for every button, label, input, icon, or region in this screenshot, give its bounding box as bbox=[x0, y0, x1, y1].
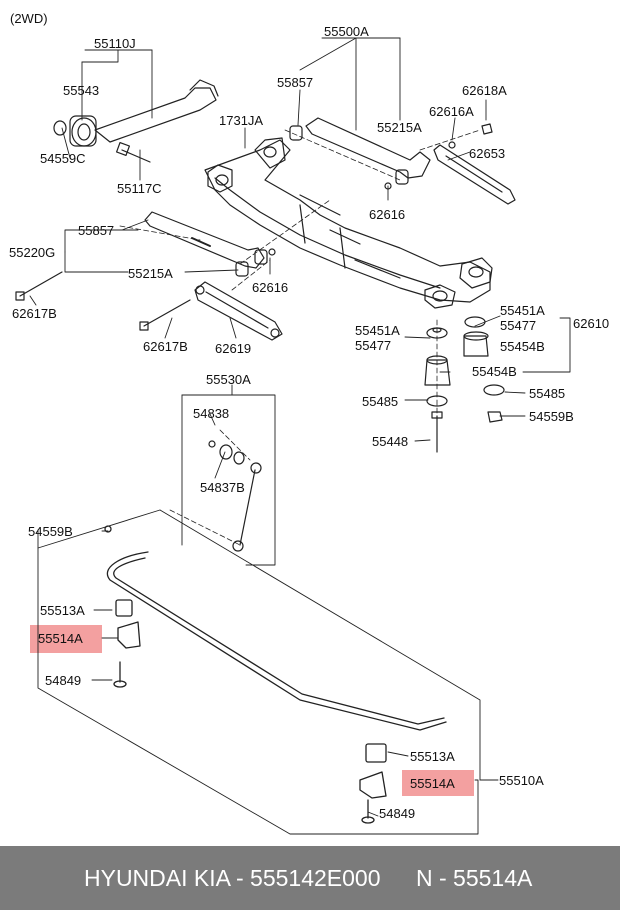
callout-55500A: 55500A bbox=[324, 24, 369, 39]
callout-55451A-left: 55451A bbox=[355, 323, 400, 338]
callout-55543: 55543 bbox=[63, 83, 100, 98]
callout-54837B: 54837B bbox=[200, 480, 245, 495]
callout-55451A-right: 55451A bbox=[500, 303, 545, 318]
exploded-view-drawing bbox=[15, 37, 571, 835]
crossmember-subframe bbox=[204, 137, 493, 309]
callout-54559C: 54559C bbox=[40, 151, 86, 166]
lateral-link-62619 bbox=[194, 281, 283, 341]
callout-62610: 62610 bbox=[573, 316, 610, 331]
callout-55857-mid: 55857 bbox=[78, 223, 115, 238]
callout-55485-left: 55485 bbox=[362, 394, 399, 409]
callout-62616A: 62616A bbox=[429, 104, 474, 119]
callout-55454B-right: 55454B bbox=[500, 339, 545, 354]
stabilizer-link bbox=[208, 440, 262, 552]
callout-62618A: 62618A bbox=[462, 83, 507, 98]
upper-lateral-arm bbox=[289, 117, 493, 190]
callout-55477-right: 55477 bbox=[500, 318, 537, 333]
lateral-link-62653 bbox=[433, 144, 516, 205]
callout-54838: 54838 bbox=[193, 406, 230, 421]
highlight-box-left bbox=[30, 625, 102, 653]
footer-part-number: - 555142E000 bbox=[236, 865, 381, 891]
footer-ref: N - 55514A bbox=[416, 865, 533, 891]
callout-55514A-left: 55514A bbox=[38, 631, 83, 646]
callout-55220G: 55220G bbox=[9, 245, 56, 260]
callout-55215A-top: 55215A bbox=[377, 120, 422, 135]
callout-54849-right: 54849 bbox=[379, 806, 416, 821]
callout-55454B-mid: 55454B bbox=[472, 364, 517, 379]
callout-62616-mid: 62616 bbox=[252, 280, 289, 295]
callout-55514A-right: 55514A bbox=[410, 776, 455, 791]
callout-62616-top: 62616 bbox=[369, 207, 406, 222]
callout-1731JA: 1731JA bbox=[219, 113, 264, 128]
callout-55513A-left: 55513A bbox=[40, 603, 85, 618]
callout-55477-left: 55477 bbox=[355, 338, 392, 353]
footer-brand: HYUNDAI KIA bbox=[84, 865, 231, 891]
callout-55448: 55448 bbox=[372, 434, 409, 449]
variant-label: (2WD) bbox=[10, 11, 48, 26]
bushing-stack bbox=[424, 316, 505, 453]
callout-62617B-mid: 62617B bbox=[143, 339, 188, 354]
callout-55110J: 55110J bbox=[94, 36, 136, 51]
callout-55215A-mid: 55215A bbox=[128, 266, 173, 281]
footer-bar: HYUNDAI KIA - 555142E000 N - 55514A bbox=[0, 846, 620, 910]
callout-54559B-right: 54559B bbox=[529, 409, 574, 424]
callout-55485-right: 55485 bbox=[529, 386, 566, 401]
callout-55530A: 55530A bbox=[206, 372, 251, 387]
stabilizer-bar bbox=[104, 525, 447, 824]
trailing-arm bbox=[53, 79, 219, 163]
leader-lines bbox=[29, 37, 571, 835]
callout-62617B-left: 62617B bbox=[12, 306, 57, 321]
callout-62619: 62619 bbox=[215, 341, 252, 356]
lower-control-arm bbox=[15, 211, 276, 331]
callout-55857-top: 55857 bbox=[277, 75, 314, 90]
callout-54849-left: 54849 bbox=[45, 673, 82, 688]
callout-55513A-right: 55513A bbox=[410, 749, 455, 764]
callout-55117C: 55117C bbox=[117, 181, 162, 196]
callout-54559B-left: 54559B bbox=[28, 524, 73, 539]
highlight-box-right bbox=[402, 770, 474, 796]
callout-55510A: 55510A bbox=[499, 773, 544, 788]
callout-62653: 62653 bbox=[469, 146, 506, 161]
